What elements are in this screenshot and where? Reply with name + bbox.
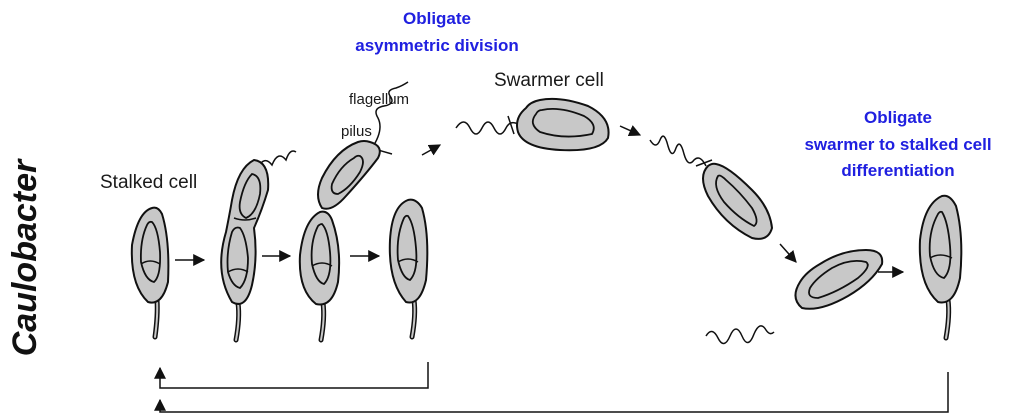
return-arrow-short [160,362,428,388]
shed-flagellum [706,326,774,344]
arrow-to-swarmer [422,145,440,155]
stalked-cell-2 [390,200,428,337]
stalked-cell-1 [132,208,169,337]
asymmetric-division-label-line2: asymmetric division [355,36,518,55]
differentiating-cell [795,250,882,309]
stalked-cell-3 [920,196,962,338]
dividing-cell [300,82,408,340]
flagellum-label: flagellum [349,91,409,108]
pilus-label: pilus [341,123,372,140]
stalked-cell-label: Stalked cell [100,172,197,193]
return-arrow-long [160,372,948,412]
swarmer-cell-2 [650,136,772,239]
arrow-swarmer-2 [780,244,796,262]
arrow-swarmer-1 [620,126,640,135]
organism-title: Caulobacter [6,158,44,356]
swarmer-cell-label: Swarmer cell [494,70,604,91]
differentiation-label-line1: Obligate [864,108,932,127]
differentiation-label-line2: swarmer to stalked cell [804,135,991,154]
differentiation-label-line3: differentiation [841,161,954,180]
swarmer-cell [456,99,609,150]
predivisional-cell-1 [221,151,296,340]
asymmetric-division-label-line1: Obligate [403,9,471,28]
